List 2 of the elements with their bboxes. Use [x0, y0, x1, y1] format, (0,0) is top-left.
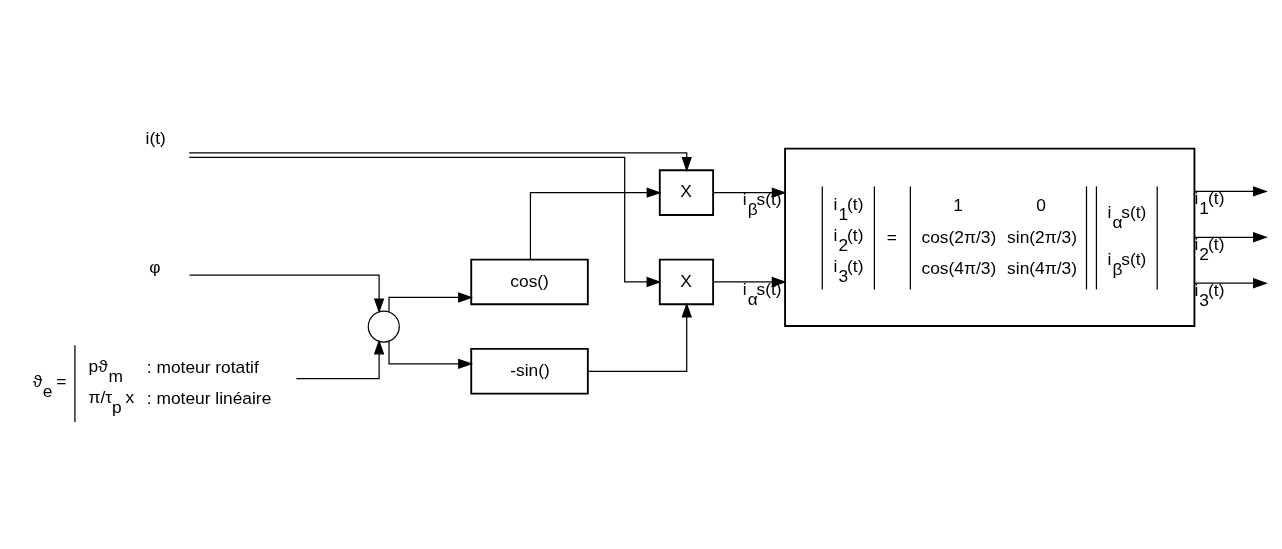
node-text: φ	[149, 256, 161, 277]
node-text: i(t)	[145, 127, 166, 148]
